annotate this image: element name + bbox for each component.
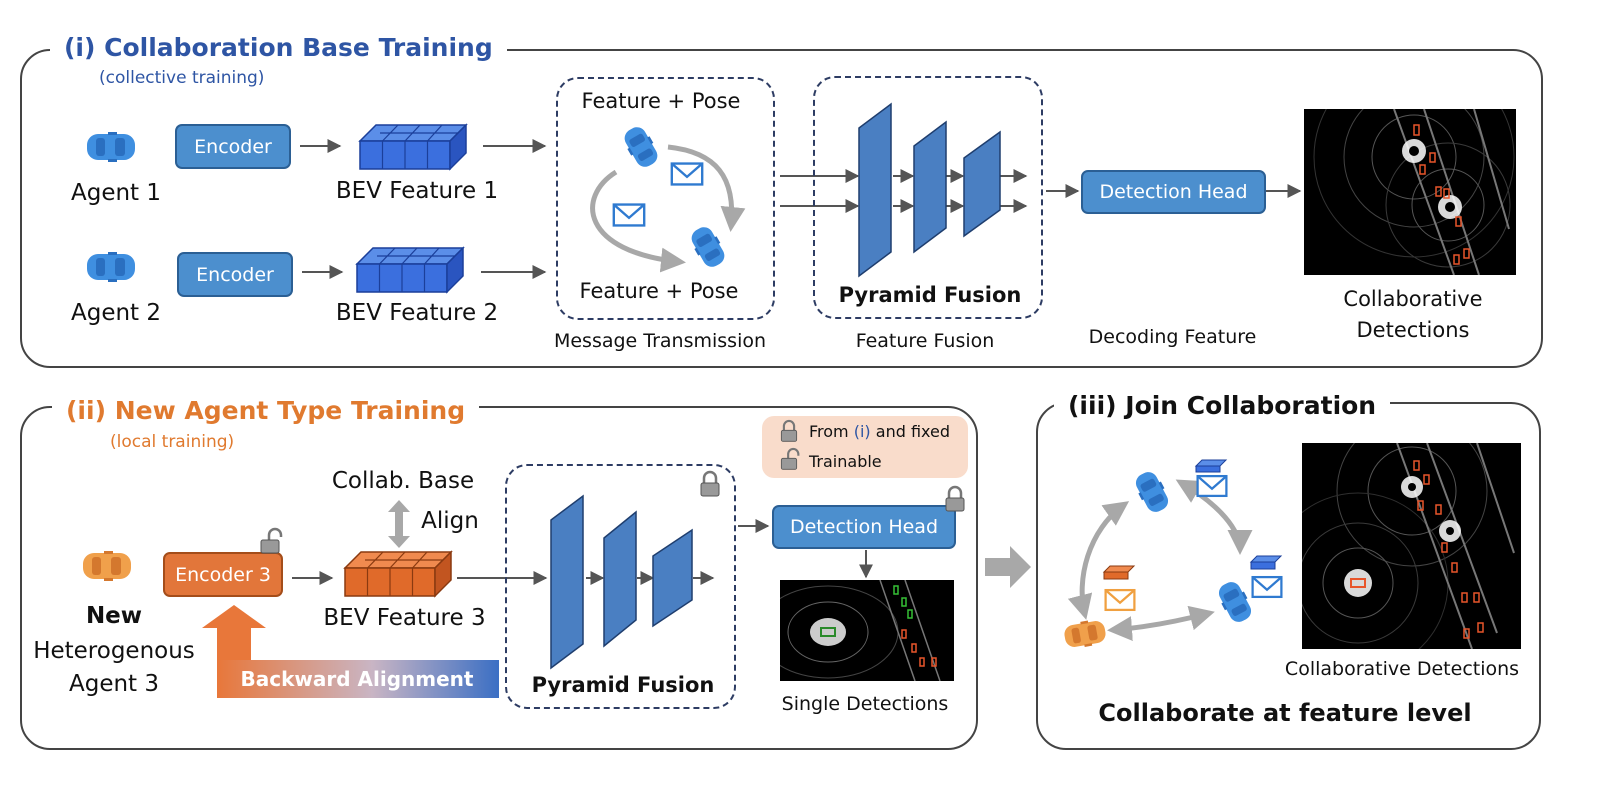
- panel3-title: (iii) Join Collaboration: [1054, 391, 1391, 421]
- message-cycle-diagram: [590, 122, 746, 273]
- pyramid-fusion-layers-2: [550, 494, 693, 670]
- bev-feature3-label: BEV Feature 3: [323, 605, 486, 631]
- collab-base-label: Collab. Base: [331, 468, 475, 494]
- message-transmission-label: Message Transmission: [553, 330, 767, 352]
- detection-head-box-1: Detection Head: [1081, 170, 1266, 214]
- collab-detections-label-2: Collaborative Detections: [1284, 658, 1520, 680]
- legend-trainable-lock-icon: [780, 447, 800, 471]
- panel-collaboration-base-training: [20, 49, 1543, 368]
- legend-from-suffix: and fixed: [870, 422, 950, 441]
- encoder1-box: Encoder: [175, 124, 291, 169]
- legend-fixed-text: From (i) and fixed: [809, 422, 950, 441]
- legend-from-prefix: From: [809, 422, 854, 441]
- pyramid-fusion-box-2: [505, 464, 736, 709]
- single-detections-lidar: [780, 580, 954, 681]
- detection-head-box-2: Detection Head: [772, 505, 956, 549]
- agent1-label: Agent 1: [70, 180, 162, 206]
- heterogenous-label: Heterogenous: [33, 638, 195, 664]
- feature-pose-top-label: Feature + Pose: [581, 89, 741, 113]
- encoder2-box: Encoder: [177, 252, 293, 297]
- agent2-label: Agent 2: [70, 300, 162, 326]
- feature-pose-bottom-label: Feature + Pose: [579, 279, 739, 303]
- panel1-title: (i) Collaboration Base Training: [50, 33, 507, 63]
- align-label: Align: [421, 508, 479, 534]
- bev-feature2-grid: [355, 246, 465, 294]
- collab-detections-label-1b: Detections: [1356, 318, 1470, 342]
- bev-feature2-label: BEV Feature 2: [335, 300, 499, 326]
- panel2-title: (ii) New Agent Type Training: [52, 396, 480, 426]
- bev-feature3-grid: [343, 550, 453, 598]
- legend-trainable-text: Trainable: [809, 452, 882, 471]
- message-transmission-box: [556, 77, 775, 320]
- encoder3-box: Encoder 3: [163, 552, 283, 597]
- pyramid-fusion-label-2: Pyramid Fusion: [531, 673, 715, 697]
- panel-new-agent-type-training: [20, 406, 978, 750]
- backward-alignment-label: Backward Alignment: [240, 667, 474, 691]
- fixed-lock-icon-fusion: [699, 470, 721, 498]
- decoding-feature-label: Decoding Feature: [1088, 326, 1257, 348]
- agent3-label: Agent 3: [68, 671, 160, 697]
- join-collaboration-diagram: [1062, 459, 1283, 651]
- bev-feature1-label: BEV Feature 1: [335, 178, 499, 204]
- panel1-subtitle: (collective training): [99, 68, 265, 88]
- new-label: New: [85, 603, 143, 629]
- panel-transition-arrow: [985, 546, 1031, 588]
- legend-from-ref: (i): [853, 422, 871, 441]
- align-double-arrow: [388, 500, 410, 548]
- collab-detections-label-1a: Collaborative: [1343, 287, 1483, 311]
- collaborative-detections-lidar-1: [1304, 109, 1516, 275]
- collaborate-feature-level-caption: Collaborate at feature level: [1098, 699, 1472, 727]
- collaborative-detections-lidar-2: [1302, 443, 1521, 649]
- pyramid-fusion-label-1: Pyramid Fusion: [838, 283, 1022, 307]
- pyramid-fusion-layers: [858, 102, 1001, 278]
- panel2-subtitle: (local training): [110, 432, 235, 452]
- feature-fusion-label: Feature Fusion: [855, 330, 995, 352]
- single-detections-label: Single Detections: [781, 693, 949, 715]
- legend-fixed-lock-icon: [780, 419, 798, 443]
- feature-fusion-box: [813, 76, 1043, 319]
- detection-head-lock-icon: [944, 485, 966, 513]
- bev-feature1-grid: [358, 123, 468, 171]
